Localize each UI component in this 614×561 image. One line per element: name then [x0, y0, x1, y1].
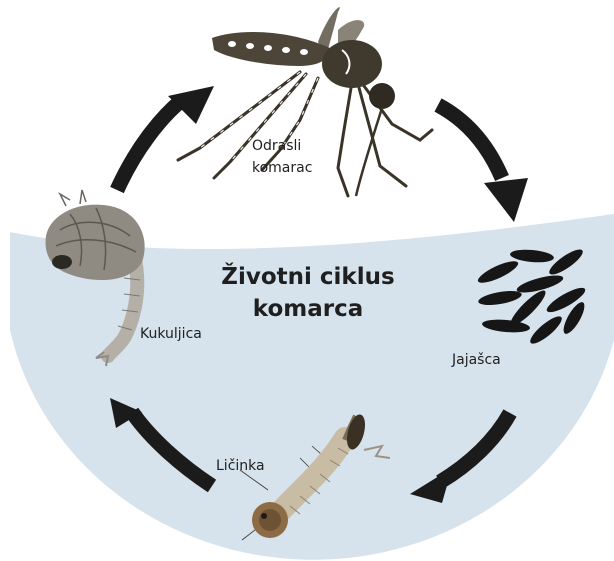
label-pupa: Kukuljica [140, 326, 202, 342]
arrow-pupa-to-adult [117, 100, 182, 190]
arrowhead-eggs [484, 178, 528, 222]
label-adult-line-2: komarac [252, 160, 312, 176]
diagram-title-line-1: Životni ciklus [221, 262, 394, 290]
diagram-title-line-2: komarca [253, 296, 363, 322]
label-eggs: Jajašca [451, 352, 501, 368]
label-larva: Ličinka [216, 458, 265, 474]
arrow-adult-to-eggs [438, 105, 502, 178]
label-adult-line-1: Odrasli [252, 138, 301, 154]
